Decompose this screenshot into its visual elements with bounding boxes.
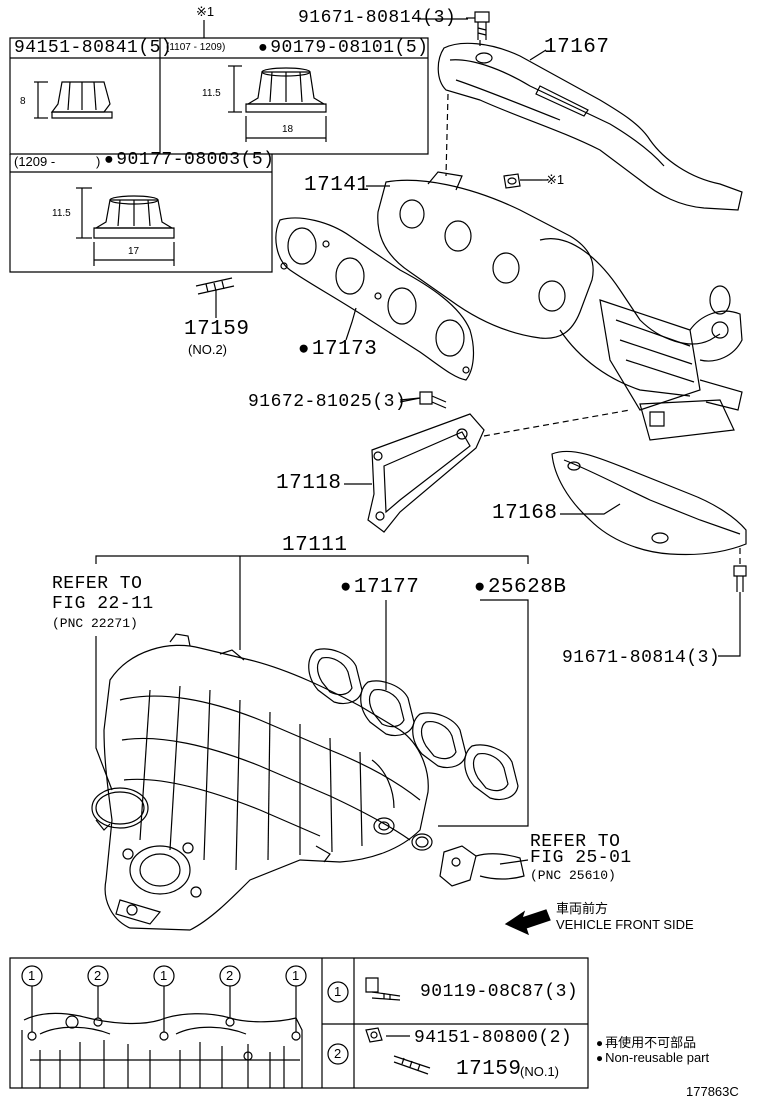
exhaust-gasket-drawing bbox=[276, 218, 474, 380]
callout-marker-2: 2 bbox=[94, 968, 102, 983]
label-heat-insulator-lower[interactable]: 17168 bbox=[492, 502, 558, 525]
callout-item2-part-a[interactable]: 94151-80800(2) bbox=[414, 1028, 573, 1048]
callout-item1-marker: 1 bbox=[334, 984, 342, 999]
nut-b-height: 11.5 bbox=[202, 88, 221, 99]
nut-c-range: (1209 - bbox=[14, 154, 56, 169]
label-heat-insulator-upper[interactable]: 17167 bbox=[544, 36, 610, 59]
callout-marker-3: 1 bbox=[160, 968, 168, 983]
heat-insulator-upper-drawing bbox=[438, 43, 742, 210]
label-exhaust-gasket[interactable]: 17173 bbox=[298, 338, 377, 361]
callout-box bbox=[10, 958, 588, 1088]
small-nut-drawing bbox=[504, 174, 542, 188]
nut-c-width: 17 bbox=[128, 246, 140, 257]
nut-b-range: (1107 - 1209) bbox=[166, 42, 226, 53]
legend-english: Non-reusable part bbox=[596, 1050, 709, 1065]
nut-c-range-close: ) bbox=[96, 154, 101, 169]
ref1-line1: REFER TO bbox=[52, 574, 143, 594]
vehicle-front-arrow-icon bbox=[506, 910, 550, 934]
throttle-gasket-drawing bbox=[92, 788, 148, 830]
ref2-line3: (PNC 25610) bbox=[530, 868, 616, 883]
callout-item1-part[interactable]: 90119-08C87(3) bbox=[420, 982, 579, 1002]
intake-gaskets-drawing bbox=[309, 649, 518, 800]
nut-c-height: 11.5 bbox=[52, 208, 71, 219]
label-stud-note: (NO.2) bbox=[188, 342, 227, 357]
lower-bolt-drawing bbox=[734, 566, 746, 592]
heat-insulator-lower-drawing bbox=[552, 451, 746, 554]
direction-english: VEHICLE FRONT SIDE bbox=[556, 917, 694, 932]
label-bolt-stay[interactable]: 91672-81025(3) bbox=[248, 392, 407, 412]
fastener-mark-note: ※1 bbox=[196, 4, 215, 19]
label-nut-mark: ※1 bbox=[546, 172, 565, 187]
label-stud[interactable]: 17159 bbox=[184, 318, 250, 341]
label-bolt-top[interactable]: 91671-80814(3) bbox=[298, 8, 457, 28]
top-bolt-drawing bbox=[466, 12, 489, 40]
leader-lines bbox=[96, 19, 740, 864]
nut-b-part-number[interactable]: 90179-08101(5) bbox=[258, 38, 428, 58]
callout-marker-4: 2 bbox=[226, 968, 234, 983]
nut-a-height: 8 bbox=[20, 96, 26, 107]
label-stay[interactable]: 17118 bbox=[276, 472, 342, 495]
direction-japanese: 車両前方 bbox=[556, 901, 609, 916]
callout-item2-part-b-note: (NO.1) bbox=[520, 1064, 559, 1079]
stud-drawing bbox=[196, 278, 234, 294]
intake-manifold-drawing bbox=[104, 634, 428, 930]
nut-a-part-number[interactable]: 94151-80841(5) bbox=[14, 38, 173, 58]
label-exhaust-manifold[interactable]: 17141 bbox=[304, 174, 370, 197]
figure-code: 177863C bbox=[686, 1084, 739, 1099]
callout-marker-5: 1 bbox=[292, 968, 300, 983]
exhaust-manifold-drawing bbox=[378, 172, 742, 440]
ref1-line2[interactable]: FIG 22-11 bbox=[52, 594, 154, 614]
nut-b-width: 18 bbox=[282, 124, 294, 135]
callout-marker-1: 1 bbox=[28, 968, 36, 983]
label-intake-gasket[interactable]: 17177 bbox=[340, 576, 419, 599]
ref2-line2[interactable]: FIG 25-01 bbox=[530, 848, 632, 868]
label-intake-manifold[interactable]: 17111 bbox=[282, 534, 348, 557]
label-pcv-gasket[interactable]: 25628B bbox=[474, 576, 566, 599]
legend-japanese: 再使用不可部品 bbox=[596, 1032, 696, 1051]
nut-c-part-number[interactable]: 90177-08003(5) bbox=[104, 150, 274, 170]
stay-drawing bbox=[368, 392, 630, 532]
ref2-line1: REFER TO bbox=[530, 832, 621, 852]
pcv-gasket-drawing bbox=[412, 834, 524, 886]
callout-item2-marker: 2 bbox=[334, 1046, 342, 1061]
label-bolt-lower[interactable]: 91671-80814(3) bbox=[562, 648, 721, 668]
nut-c-drawing bbox=[76, 188, 174, 266]
callout-marker-circles bbox=[22, 966, 348, 1064]
nut-a-drawing bbox=[34, 82, 112, 118]
dashed-assembly-lines bbox=[446, 40, 740, 566]
ref1-line3: (PNC 22271) bbox=[52, 616, 138, 631]
nut-b-drawing bbox=[228, 66, 326, 142]
callout-item2-part-b[interactable]: 17159 bbox=[456, 1058, 522, 1081]
